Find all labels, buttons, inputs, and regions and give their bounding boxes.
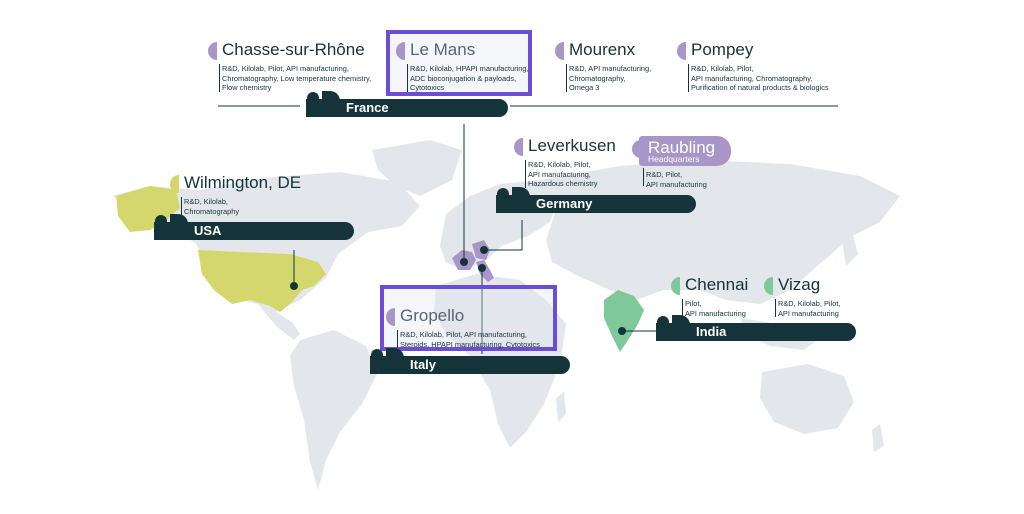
country-label: India [696, 324, 727, 339]
india-shape [604, 290, 644, 352]
brand-logo-icon [496, 187, 530, 213]
site-capabilities: R&D, Kilolab, Pilot,API manufacturing [778, 299, 841, 318]
site-name: Gropello [400, 306, 465, 325]
madagascar-shape [556, 392, 566, 422]
central-america-shape [258, 304, 300, 340]
country-bar-france: France [306, 91, 508, 117]
india-dot [618, 327, 626, 335]
australia-shape [760, 364, 854, 434]
site-marker [677, 42, 686, 60]
north-america-shape [112, 172, 420, 312]
le-mans-highlight [386, 30, 532, 96]
country-bar-india: India [656, 315, 856, 341]
site-capabilities: R&D, Kilolab,Chromatography [184, 197, 240, 216]
france-dot [460, 258, 468, 266]
brand-logo-icon [656, 315, 690, 341]
site-name: Mourenx [569, 40, 636, 59]
site-capabilities: R&D, Kilolab, Pilot, API manufacturing,S… [400, 330, 540, 349]
site-capabilities: R&D, API manufacturing,Chromatography,Om… [569, 64, 652, 93]
site-capabilities: Pilot,API manufacturing [685, 299, 746, 318]
site-name: Chasse-sur-Rhône [222, 40, 365, 59]
headquarters-label: Headquarters [648, 154, 700, 164]
brand-logo-icon [370, 348, 404, 374]
site-rule [775, 299, 776, 317]
site-marker [514, 138, 523, 156]
country-bar-usa: USA [154, 214, 354, 240]
site-capabilities: R&D, Kilolab, Pilot,API manufacturing, C… [691, 64, 829, 93]
site-rule [566, 64, 567, 92]
country-bar-germany: Germany [496, 187, 696, 213]
site-name: Pompey [691, 40, 754, 59]
brand-logo-icon [306, 91, 340, 117]
south-america-shape [290, 330, 378, 490]
site-marker [555, 42, 564, 60]
site-rule [525, 160, 526, 188]
site-name: Wilmington, DE [184, 173, 302, 192]
headquarters-badge: Raubling Headquarters [639, 136, 731, 166]
site-rule [688, 64, 689, 92]
country-label: Italy [410, 357, 437, 372]
site-capabilities: R&D, Kilolab, HPAPI manufacturing,ADC bi… [410, 64, 529, 93]
site-marker [764, 277, 773, 295]
brand-logo-icon [154, 214, 188, 240]
gropello-highlight [380, 285, 557, 351]
site-capabilities: R&D, Kilolab, Pilot, API manufacturing,C… [222, 64, 372, 93]
new-zealand-shape [872, 424, 884, 452]
country-label: USA [194, 223, 222, 238]
site-marker [632, 140, 641, 158]
location-dots [290, 246, 626, 335]
japan-shape [842, 232, 858, 266]
site-rule [682, 299, 683, 317]
germany-connector [484, 220, 523, 251]
country-label: France [346, 100, 389, 115]
germany-dot [480, 246, 488, 254]
site-marker [208, 42, 217, 60]
site-capabilities: R&D, Pilot,API manufacturing [646, 170, 707, 189]
usa-mainland-shape [198, 250, 326, 312]
site-marker [671, 277, 680, 295]
site-rule [397, 330, 398, 348]
site-name: Vizag [778, 275, 821, 294]
connector-lines [218, 105, 838, 354]
usa-dot [290, 282, 298, 290]
site-name: Chennai [685, 275, 749, 294]
site-name: Raubling [648, 138, 716, 157]
site-marker [396, 42, 405, 60]
site-capabilities: R&D, Kilolab, Pilot,API manufacturing,Ha… [528, 160, 598, 189]
site-rule [407, 64, 408, 92]
site-rule [219, 64, 220, 92]
site-name: Leverkusen [528, 136, 616, 155]
site-rule [643, 168, 644, 186]
country-label: Germany [536, 196, 593, 211]
country-bar-italy: Italy [370, 348, 570, 374]
site-marker [386, 308, 395, 326]
site-marker [170, 175, 179, 193]
italy-dot [478, 264, 486, 272]
site-rule [181, 197, 182, 215]
greenland-shape [372, 140, 462, 196]
site-name: Le Mans [410, 40, 476, 59]
